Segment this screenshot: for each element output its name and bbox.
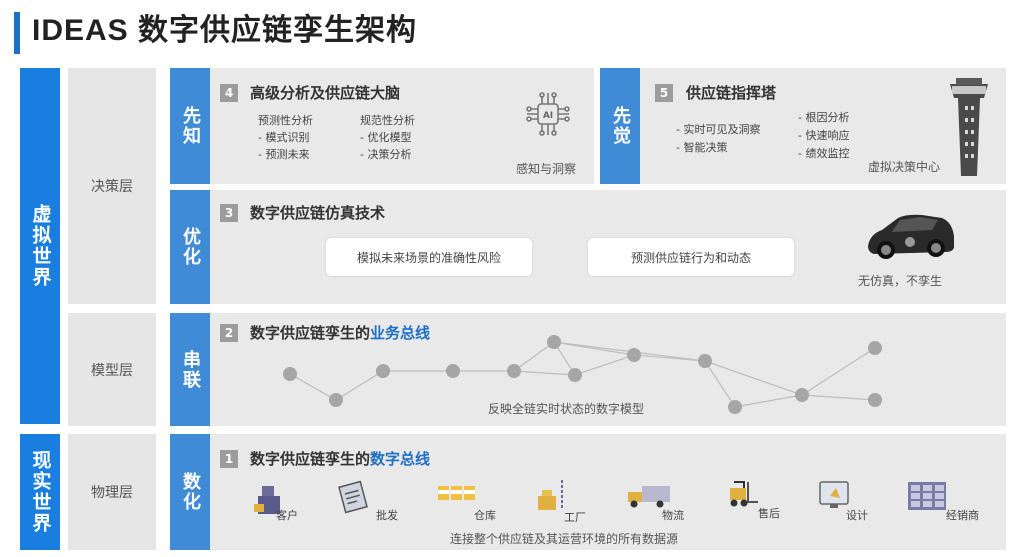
- prescriptive-analytics-heading: 规范性分析: [360, 114, 415, 127]
- tag-connect: 串联: [170, 313, 210, 426]
- title-accent-bar: [14, 12, 20, 54]
- customer-icon: [254, 486, 280, 514]
- panel-digital-bus: [170, 434, 1006, 550]
- logistics-label: 物流: [662, 509, 684, 522]
- distributor-label: 经销商: [946, 509, 979, 522]
- wholesale-label: 批发: [376, 509, 398, 522]
- realtime-model-caption: 反映全链实时状态的数字模型: [488, 402, 645, 416]
- network-node: [868, 341, 882, 355]
- network-node: [507, 364, 521, 378]
- factory-label: 工厂: [564, 511, 586, 524]
- physical-layer-label: 物理层: [68, 434, 156, 550]
- model-layer-label: 模型层: [68, 313, 156, 426]
- clipboard-icon: [338, 480, 368, 514]
- panel-advanced-analytics: [170, 68, 594, 184]
- car-icon: [868, 214, 954, 259]
- truck-icon: [628, 486, 670, 508]
- optimization-model-item: - 优化模型: [360, 131, 412, 144]
- tag-foresight: 先知: [170, 68, 210, 184]
- network-node: [376, 364, 390, 378]
- virtual-decision-center-caption: 虚拟决策中心: [868, 160, 941, 174]
- scenario-risk-pill: 模拟未来场景的准确性风险: [326, 238, 532, 276]
- network-node: [329, 393, 343, 407]
- root-cause-item: - 根因分析: [798, 111, 850, 124]
- virtual-world-label: 虚拟世界: [20, 68, 60, 424]
- real-world-label: 现实世界: [20, 434, 60, 550]
- warehouse-label: 仓库: [474, 509, 496, 522]
- intelligent-decision-item: - 智能决策: [676, 141, 728, 154]
- network-node: [627, 348, 641, 362]
- network-node: [446, 364, 460, 378]
- network-node: [728, 400, 742, 414]
- behavior-prediction-pill: 预测供应链行为和动态: [588, 238, 794, 276]
- tag-optimize: 优化: [170, 190, 210, 304]
- network-node: [698, 354, 712, 368]
- panel4-title: 高级分析及供应链大脑: [250, 84, 401, 102]
- step-number-4: 4: [220, 84, 238, 102]
- simulation-slogan-caption: 无仿真，不孪生: [858, 274, 943, 288]
- decision-layer-label: 决策层: [68, 68, 156, 304]
- forecast-future-item: - 预测未来: [258, 148, 310, 161]
- network-node: [547, 335, 561, 349]
- after-sales-label: 售后: [758, 507, 780, 520]
- control-tower-icon: [950, 78, 988, 176]
- step-number-3: 3: [220, 204, 238, 222]
- network-node: [868, 393, 882, 407]
- predictive-analytics-heading: 预测性分析: [258, 114, 313, 127]
- quick-response-item: - 快速响应: [798, 129, 850, 142]
- panel3-title: 数字供应链仿真技术: [250, 204, 386, 222]
- page-title: IDEAS 数字供应链孪生架构: [32, 14, 418, 47]
- customer-label: 客户: [276, 509, 298, 522]
- design-label: 设计: [846, 509, 868, 522]
- performance-monitor-item: - 绩效监控: [798, 147, 850, 160]
- panel2-title: 数字供应链孪生的业务总线: [250, 322, 430, 343]
- svg-text:AI: AI: [543, 111, 553, 121]
- step-number-1: 1: [220, 450, 238, 468]
- panel1-title-highlight: 数字总线: [370, 450, 431, 468]
- forklift-icon: [730, 481, 758, 507]
- panel5-title: 供应链指挥塔: [686, 84, 777, 102]
- panel1-title-prefix: 数字供应链孪生的: [250, 450, 371, 468]
- panel2-title-prefix: 数字供应链孪生的: [250, 324, 371, 342]
- network-node: [568, 368, 582, 382]
- panel1-title: 数字供应链孪生的数字总线: [250, 448, 430, 469]
- panel2-title-highlight: 业务总线: [370, 324, 431, 342]
- network-node: [283, 367, 297, 381]
- ai-chip-icon: AI: [526, 92, 570, 136]
- tag-foresense: 先觉: [600, 68, 640, 184]
- factory-icon: [538, 480, 563, 510]
- network-graph: [283, 335, 882, 414]
- design-screen-icon: [819, 481, 849, 508]
- panel-business-bus: [170, 313, 1006, 426]
- decision-analysis-item: - 决策分析: [360, 148, 412, 161]
- store-shelf-icon: [908, 482, 946, 510]
- pattern-recognition-item: - 模式识别: [258, 131, 310, 144]
- network-node: [795, 388, 809, 402]
- step-number-2: 2: [220, 324, 238, 342]
- realtime-visibility-item: - 实时可见及洞察: [676, 123, 761, 136]
- step-number-5: 5: [655, 84, 673, 102]
- data-sources-caption: 连接整个供应链及其运营环境的所有数据源: [450, 532, 679, 546]
- tag-digitize: 数化: [170, 434, 210, 550]
- warehouse-boxes-icon: [438, 486, 475, 500]
- perception-insight-caption: 感知与洞察: [516, 162, 577, 176]
